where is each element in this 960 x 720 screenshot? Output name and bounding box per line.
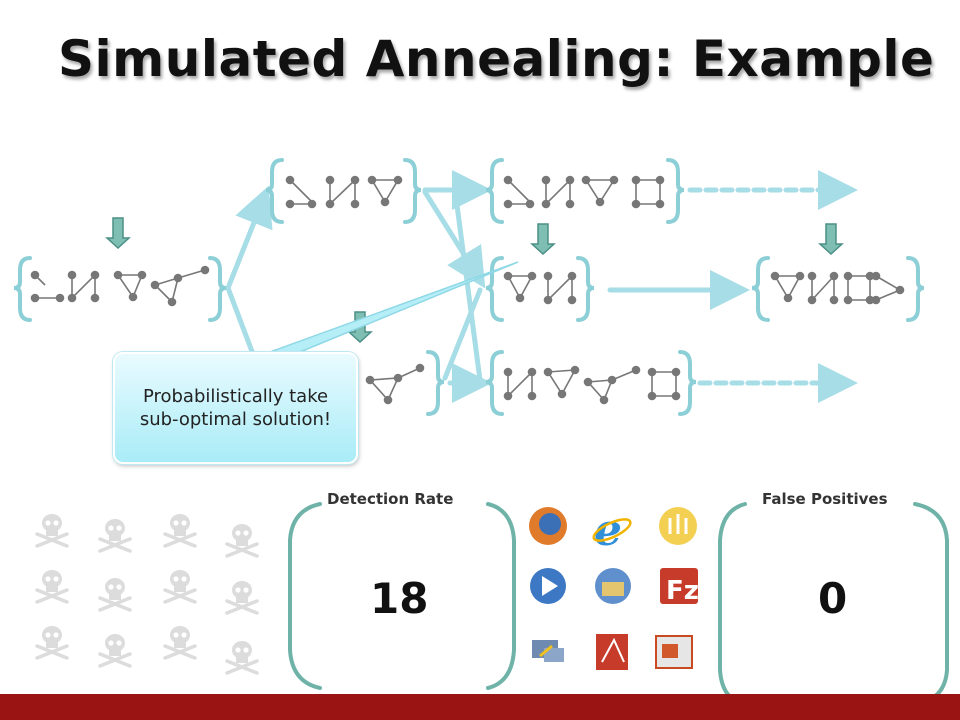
media-player-icon	[530, 568, 566, 604]
skull-crossbones-icon	[163, 568, 197, 604]
acrobat-reader-icon	[596, 634, 628, 670]
network-icon	[532, 640, 564, 662]
slide-title: Simulated Annealing: Example	[58, 30, 935, 88]
skull-crossbones-icon	[98, 517, 132, 553]
powerpoint-icon	[655, 635, 693, 669]
skull-crossbones-icon	[163, 512, 197, 548]
skull-crossbones-icon	[225, 579, 259, 615]
skull-crossbones-icon	[98, 632, 132, 668]
annealing-callout: Probabilistically take sub-optimal solut…	[113, 352, 358, 464]
internet-explorer-icon: e	[592, 505, 632, 556]
selection-markers	[105, 217, 844, 344]
detection-rate-label: Detection Rate	[327, 490, 454, 508]
filezilla-icon: Fz	[660, 568, 699, 606]
skull-crossbones-icon	[98, 576, 132, 612]
application-icons: e Fz	[529, 505, 699, 670]
firefox-icon	[529, 507, 567, 545]
thunderbird-icon	[595, 568, 631, 604]
limewire-icon	[659, 507, 697, 545]
skull-crossbones-icon	[35, 624, 69, 660]
malware-icons	[35, 512, 259, 675]
skull-crossbones-icon	[35, 512, 69, 548]
svg-text:Fz: Fz	[666, 576, 699, 606]
skull-crossbones-icon	[163, 624, 197, 660]
flow-arrows	[225, 170, 858, 403]
detection-rate-value: 18	[370, 574, 429, 623]
set-brackets	[13, 158, 925, 416]
skull-crossbones-icon	[225, 639, 259, 675]
graph-fragments	[30, 175, 905, 405]
footer-bar	[0, 694, 960, 720]
false-positives-label: False Positives	[762, 490, 888, 508]
skull-crossbones-icon	[225, 522, 259, 558]
false-positives-value: 0	[818, 574, 848, 623]
skull-crossbones-icon	[35, 568, 69, 604]
